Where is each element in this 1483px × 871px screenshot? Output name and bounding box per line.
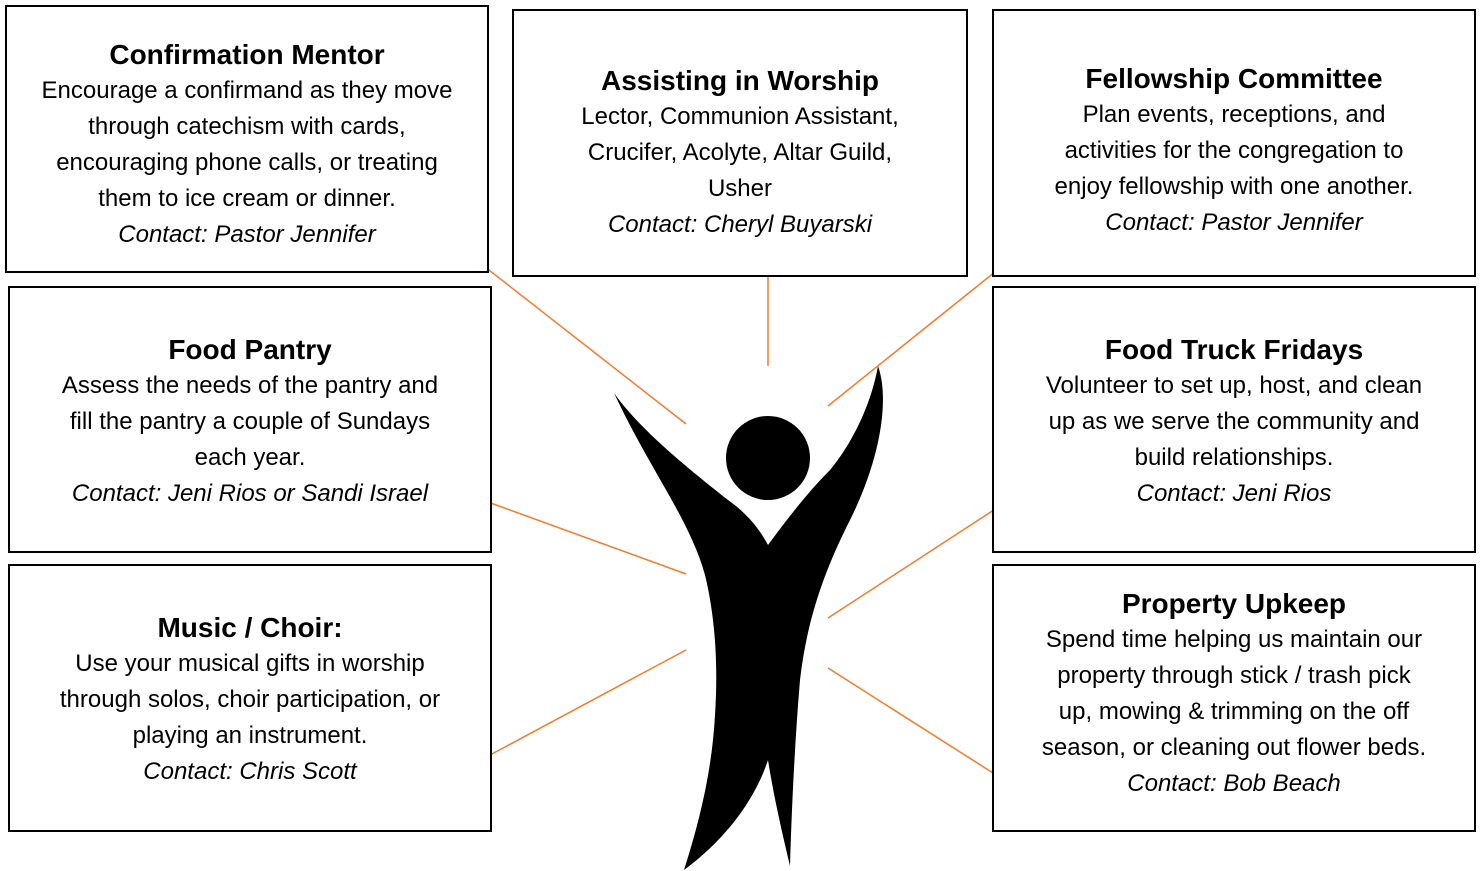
box-description: Plan events, receptions, and activities … [1054, 101, 1414, 200]
box-title: Fellowship Committee [1085, 63, 1383, 94]
box-contact: Contact: Pastor Jennifer [1105, 209, 1363, 236]
box-description: Assess the needs of the pantry and fill … [61, 372, 439, 471]
box-description: Encourage a confirmand as they move thro… [41, 77, 453, 212]
raised-arms-person-icon [614, 366, 883, 870]
box-contact: Contact: Cheryl Buyarski [607, 211, 873, 238]
food-pantry-box: Food Pantry Assess the needs of the pant… [8, 286, 492, 553]
box-contact: Contact: Chris Scott [143, 758, 357, 785]
fellowship-committee-box: Fellowship Committee Plan events, recept… [992, 9, 1476, 277]
person-body [614, 366, 883, 870]
food-truck-fridays-box: Food Truck Fridays Volunteer to set up, … [992, 286, 1476, 553]
box-title: Assisting in Worship [601, 65, 879, 96]
box-title: Food Pantry [168, 334, 332, 365]
assisting-in-worship-box: Assisting in Worship Lector, Communion A… [512, 9, 968, 277]
person-head [726, 416, 810, 500]
box-contact: Contact: Jeni Rios or Sandi Israel [71, 480, 429, 507]
box-description: Volunteer to set up, host, and clean up … [1045, 372, 1423, 471]
arrow-to-music [460, 649, 687, 771]
property-upkeep-box: Property Upkeep Spend time helping us ma… [992, 564, 1476, 832]
box-description: Lector, Communion Assistant, Crucifer, A… [581, 103, 899, 202]
box-contact: Contact: Pastor Jennifer [118, 221, 376, 248]
box-contact: Contact: Jeni Rios [1136, 480, 1332, 507]
box-description: Use your musical gifts in worship throug… [59, 650, 441, 749]
box-contact: Contact: Bob Beach [1127, 770, 1341, 797]
confirmation-mentor-box: Confirmation Mentor Encourage a confirma… [5, 5, 489, 273]
box-title: Property Upkeep [1121, 588, 1347, 619]
music-choir-box: Music / Choir: Use your musical gifts in… [8, 564, 492, 832]
box-description: Spend time helping us maintain our prope… [1041, 626, 1427, 761]
box-title: Food Truck Fridays [1104, 334, 1364, 365]
box-title: Music / Choir: [157, 612, 343, 643]
box-title: Confirmation Mentor [109, 39, 385, 70]
